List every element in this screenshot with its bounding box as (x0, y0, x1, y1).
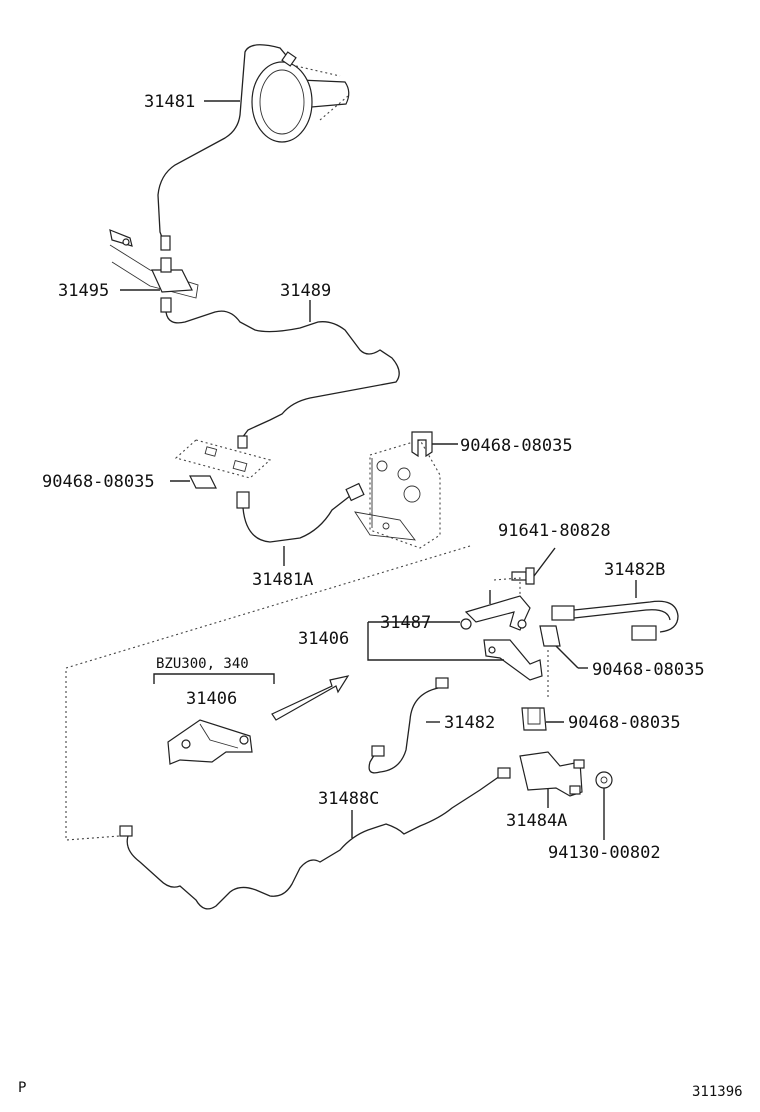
label-clip-lower-right: 90468-08035 (568, 713, 681, 733)
pipe-31488c (119, 767, 511, 910)
label-bolt: 91641-80828 (498, 521, 611, 541)
label-31481: 31481 (144, 92, 195, 112)
clip-mid-right (539, 625, 561, 647)
label-31406-main: 31406 (298, 629, 349, 649)
label-variant-models: BZU300, 340 (156, 656, 249, 672)
label-31406-variant: 31406 (186, 689, 237, 709)
label-31484a: 31484A (506, 811, 567, 831)
label-31495: 31495 (58, 281, 109, 301)
pipe-31482 (368, 677, 449, 774)
label-clip-top-right: 90468-08035 (460, 436, 573, 456)
label-clip-left: 90468-08035 (42, 472, 155, 492)
bracket-31495 (109, 229, 199, 313)
label-31481a: 31481A (252, 570, 313, 590)
nut-94130 (595, 771, 613, 789)
label-clip-mid-right: 90468-08035 (592, 660, 705, 680)
bolt-91641 (511, 567, 535, 585)
variant-bracket-31406 (153, 673, 275, 765)
leader-lines (120, 100, 353, 838)
body-bracket-plate (354, 439, 441, 549)
label-31482b: 31482B (604, 560, 665, 580)
clip-left (189, 475, 217, 489)
bracket-31484a (519, 751, 585, 797)
bracket-31487 (460, 595, 531, 631)
clip-lower-right (521, 707, 547, 731)
label-31488c: 31488C (318, 789, 379, 809)
mounting-plate-left (174, 439, 272, 479)
direction-arrow (271, 675, 350, 721)
label-31482: 31482 (444, 713, 495, 733)
footer-left-mark: P (18, 1080, 26, 1096)
bracket-31406 (483, 639, 543, 681)
figure-number: 311396 (692, 1084, 743, 1100)
hose-31482b (551, 600, 679, 641)
hose-31481a (236, 482, 365, 543)
label-nut: 94130-00802 (548, 843, 661, 863)
label-31487: 31487 (380, 613, 431, 633)
clutch-master-cylinder (251, 61, 350, 143)
clip-top-right (411, 431, 433, 458)
label-31489: 31489 (280, 281, 331, 301)
pipe-31481 (157, 44, 291, 249)
pipe-31489 (165, 310, 400, 439)
